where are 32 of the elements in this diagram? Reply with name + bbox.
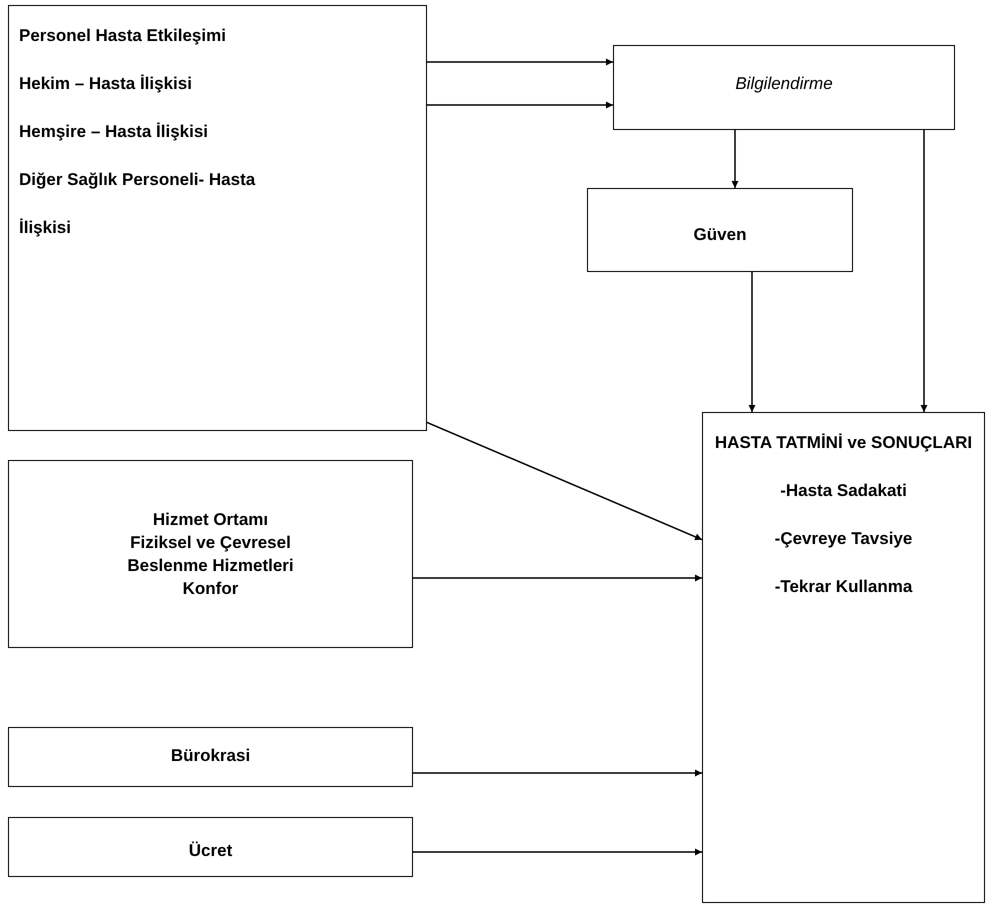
arrow (732, 130, 738, 188)
box-text: -Çevreye Tavsiye (774, 528, 914, 550)
arrow (413, 848, 702, 856)
box-text: Diğer Sağlık Personeli- Hasta İlişkisi (19, 169, 256, 239)
arrow (427, 102, 613, 108)
box-text: Konfor (182, 578, 240, 600)
box-text: Beslenme Hizmetleri (126, 555, 295, 577)
box-text: -Tekrar Kullanma (774, 576, 914, 598)
process-box (587, 188, 853, 272)
process-box (613, 45, 955, 130)
box-text: Bürokrasi (170, 746, 252, 766)
arrow (413, 574, 702, 582)
box-text: Hizmet Ortamı (152, 509, 270, 531)
arrow (413, 770, 702, 776)
process-box (8, 460, 413, 648)
process-box (8, 817, 413, 877)
arrow (426, 422, 702, 540)
box-text: Ücret (188, 841, 234, 861)
process-box (8, 5, 427, 431)
box-text: HASTA TATMİNİ ve SONUÇLARI (714, 432, 974, 454)
arrow (920, 130, 928, 412)
box-text: Personel Hasta Etkileşimi (19, 25, 227, 47)
process-box (702, 412, 985, 903)
box-text: Güven (692, 225, 748, 245)
box-text: Hemşire – Hasta İlişkisi (19, 121, 210, 143)
box-text: Fiziksel ve Çevresel (129, 532, 292, 554)
process-box (8, 727, 413, 787)
box-text: Bilgilendirme (734, 74, 834, 94)
box-text: Hekim – Hasta İlişkisi (19, 73, 193, 95)
arrow (748, 272, 756, 412)
arrow (427, 58, 613, 66)
box-text: -Hasta Sadakati (779, 480, 908, 502)
